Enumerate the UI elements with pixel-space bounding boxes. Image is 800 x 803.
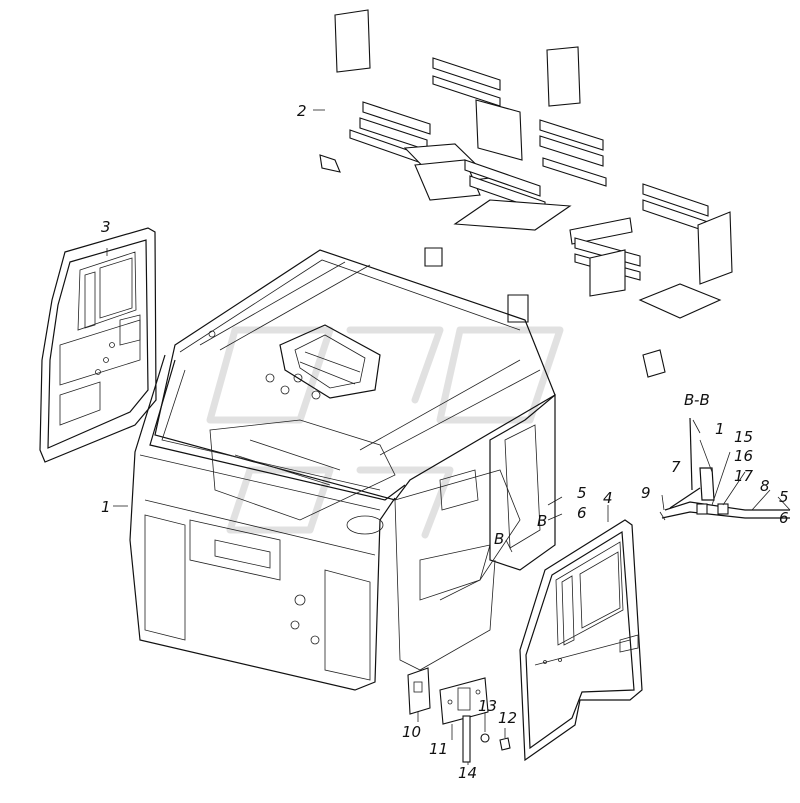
section-callout-5: 5: [779, 488, 789, 506]
pad: [507, 294, 529, 323]
hinge-11: [439, 677, 489, 725]
callout-1: 1: [101, 498, 111, 516]
pad: [546, 46, 581, 107]
pad: [453, 199, 572, 231]
right-door: [519, 519, 643, 762]
pad: [432, 57, 501, 91]
callout-3: 3: [101, 218, 111, 236]
pad: [414, 159, 481, 201]
section-b-b-detail: [659, 417, 790, 521]
pad: [638, 283, 722, 319]
pad: [542, 157, 607, 187]
section-callout-9: 9: [641, 484, 651, 502]
callout-2: 2: [297, 102, 307, 120]
pad: [334, 9, 371, 73]
insulation-pads-group: [319, 9, 733, 378]
bolt-12: [499, 737, 511, 751]
section-callout-16: 16: [734, 447, 753, 465]
section-callout-7: 7: [671, 458, 681, 476]
section-callout-15: 15: [734, 428, 753, 446]
section-marker-b-upper: B: [537, 512, 547, 530]
washer-13: [480, 733, 490, 743]
section-marker-b-lower: B: [494, 530, 504, 548]
left-door: [39, 227, 157, 463]
hinge-hardware: [407, 667, 511, 763]
pad: [464, 159, 541, 197]
callout-10: 10: [402, 723, 421, 741]
callout-12: 12: [498, 709, 517, 727]
hinge-plate-10: [407, 667, 431, 715]
pad: [319, 154, 341, 173]
section-title-b-b: B-B: [684, 391, 710, 409]
pad: [424, 247, 443, 267]
section-callout-1: 1: [715, 420, 725, 438]
leader-lines: [106, 109, 791, 765]
callout-4: 4: [603, 489, 613, 507]
cab-body: [129, 249, 556, 691]
callout-5: 5: [577, 484, 587, 502]
pad: [362, 101, 431, 135]
callout-14: 14: [458, 764, 477, 782]
pad: [475, 99, 523, 161]
section-callout-17: 17: [734, 467, 754, 485]
pad: [642, 349, 666, 378]
callout-6: 6: [577, 504, 587, 522]
pad: [539, 119, 604, 151]
callout-11: 11: [429, 740, 448, 758]
callout-labels: 2 3 1 4 5 6 B B 10 11 13 12 14 B-B 1 15 …: [101, 102, 789, 782]
pad: [697, 211, 733, 285]
hinge-pin-14: [462, 715, 471, 763]
pad: [569, 217, 633, 245]
section-callout-8: 8: [760, 477, 770, 495]
pad: [642, 183, 709, 217]
pad: [589, 249, 626, 297]
pad: [539, 135, 604, 167]
watermark-logo: [206, 326, 564, 539]
section-callout-6: 6: [779, 509, 789, 527]
callout-13: 13: [478, 697, 497, 715]
